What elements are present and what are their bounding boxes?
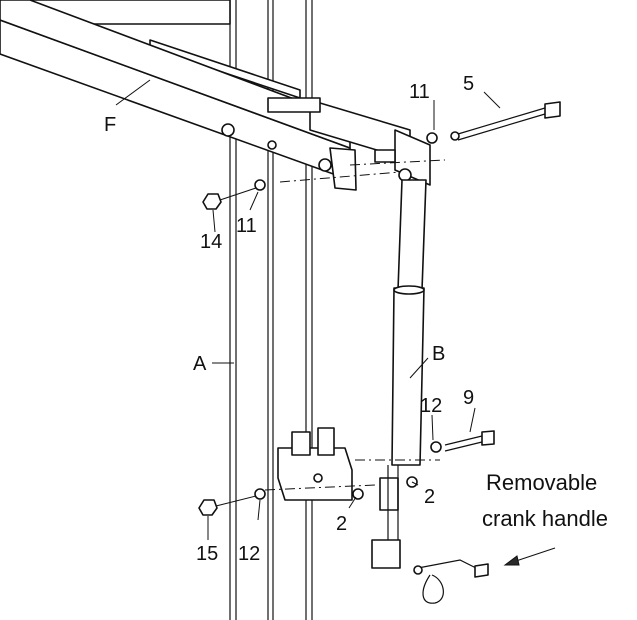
crank-handle bbox=[413, 559, 489, 604]
callout-5: 5 bbox=[463, 73, 474, 95]
pointer-arrow bbox=[503, 547, 556, 566]
arm-f bbox=[0, 0, 357, 191]
lower-bracket bbox=[264, 427, 440, 501]
callout-15: 15 bbox=[196, 543, 218, 565]
callout-labels: F A B 11 5 14 11 12 9 2 2 15 12 bbox=[104, 73, 474, 565]
callout-9: 9 bbox=[463, 387, 474, 409]
strut-b bbox=[371, 179, 427, 569]
fasteners bbox=[198, 101, 561, 516]
crank-handle-note: Removable crank handle bbox=[482, 470, 608, 531]
callout-12-left: 12 bbox=[238, 543, 260, 565]
callout-12-right: 12 bbox=[420, 395, 442, 417]
note-line-1: Removable bbox=[486, 470, 597, 495]
upper-bracket bbox=[267, 97, 446, 186]
callout-2-mid: 2 bbox=[336, 513, 347, 535]
callout-a: A bbox=[193, 353, 207, 375]
callout-14: 14 bbox=[200, 231, 222, 253]
callout-11-top: 11 bbox=[409, 81, 430, 103]
callout-b: B bbox=[432, 343, 445, 365]
callout-11-left: 11 bbox=[236, 215, 257, 237]
callout-f: F bbox=[104, 114, 116, 136]
leader-lines bbox=[115, 79, 501, 540]
note-line-2: crank handle bbox=[482, 506, 608, 531]
callout-2-right: 2 bbox=[424, 486, 435, 508]
